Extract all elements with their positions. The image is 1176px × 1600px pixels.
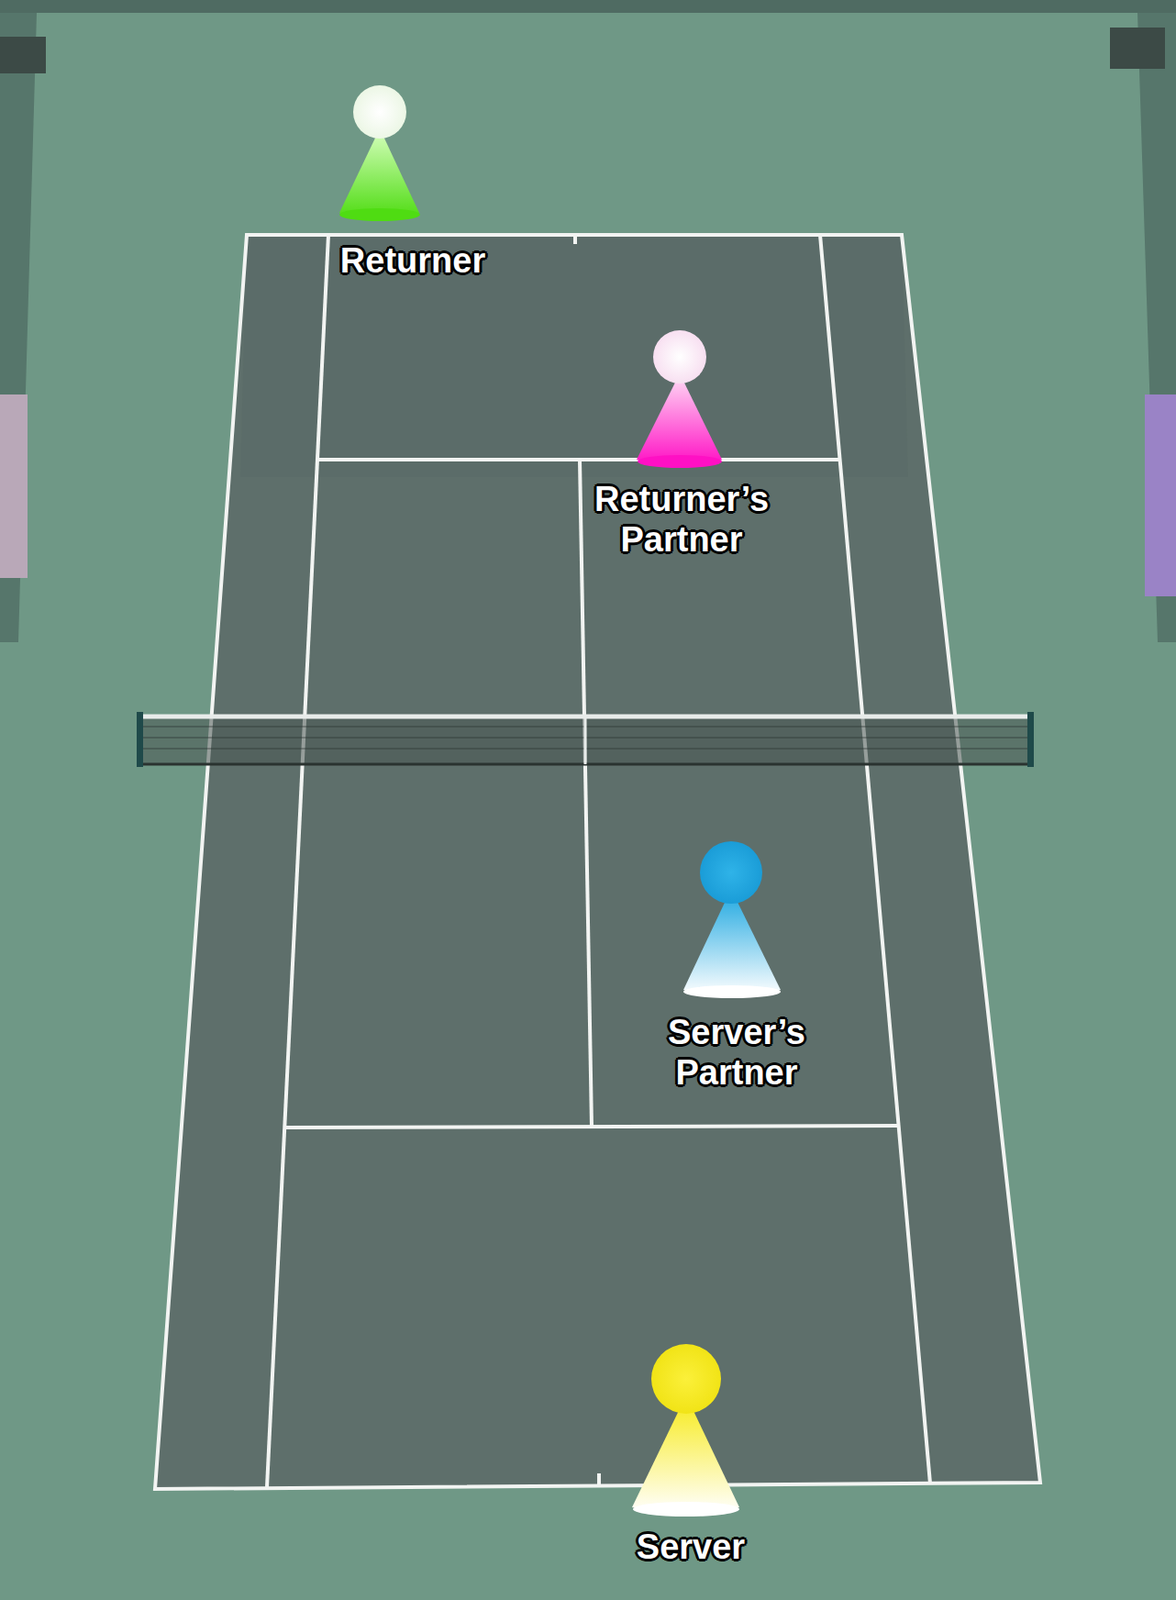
player-label: Server’s Partner	[635, 1011, 838, 1093]
server-pawn	[632, 1343, 740, 1517]
returner-pawn	[339, 85, 421, 222]
returners-partner-pawn	[636, 330, 722, 468]
servers-partner-pawn	[683, 841, 781, 999]
player-label: Returner	[302, 240, 523, 281]
player-label: Returner’s Partner	[580, 478, 783, 560]
player-label: Server	[599, 1526, 783, 1567]
net	[136, 711, 1034, 767]
